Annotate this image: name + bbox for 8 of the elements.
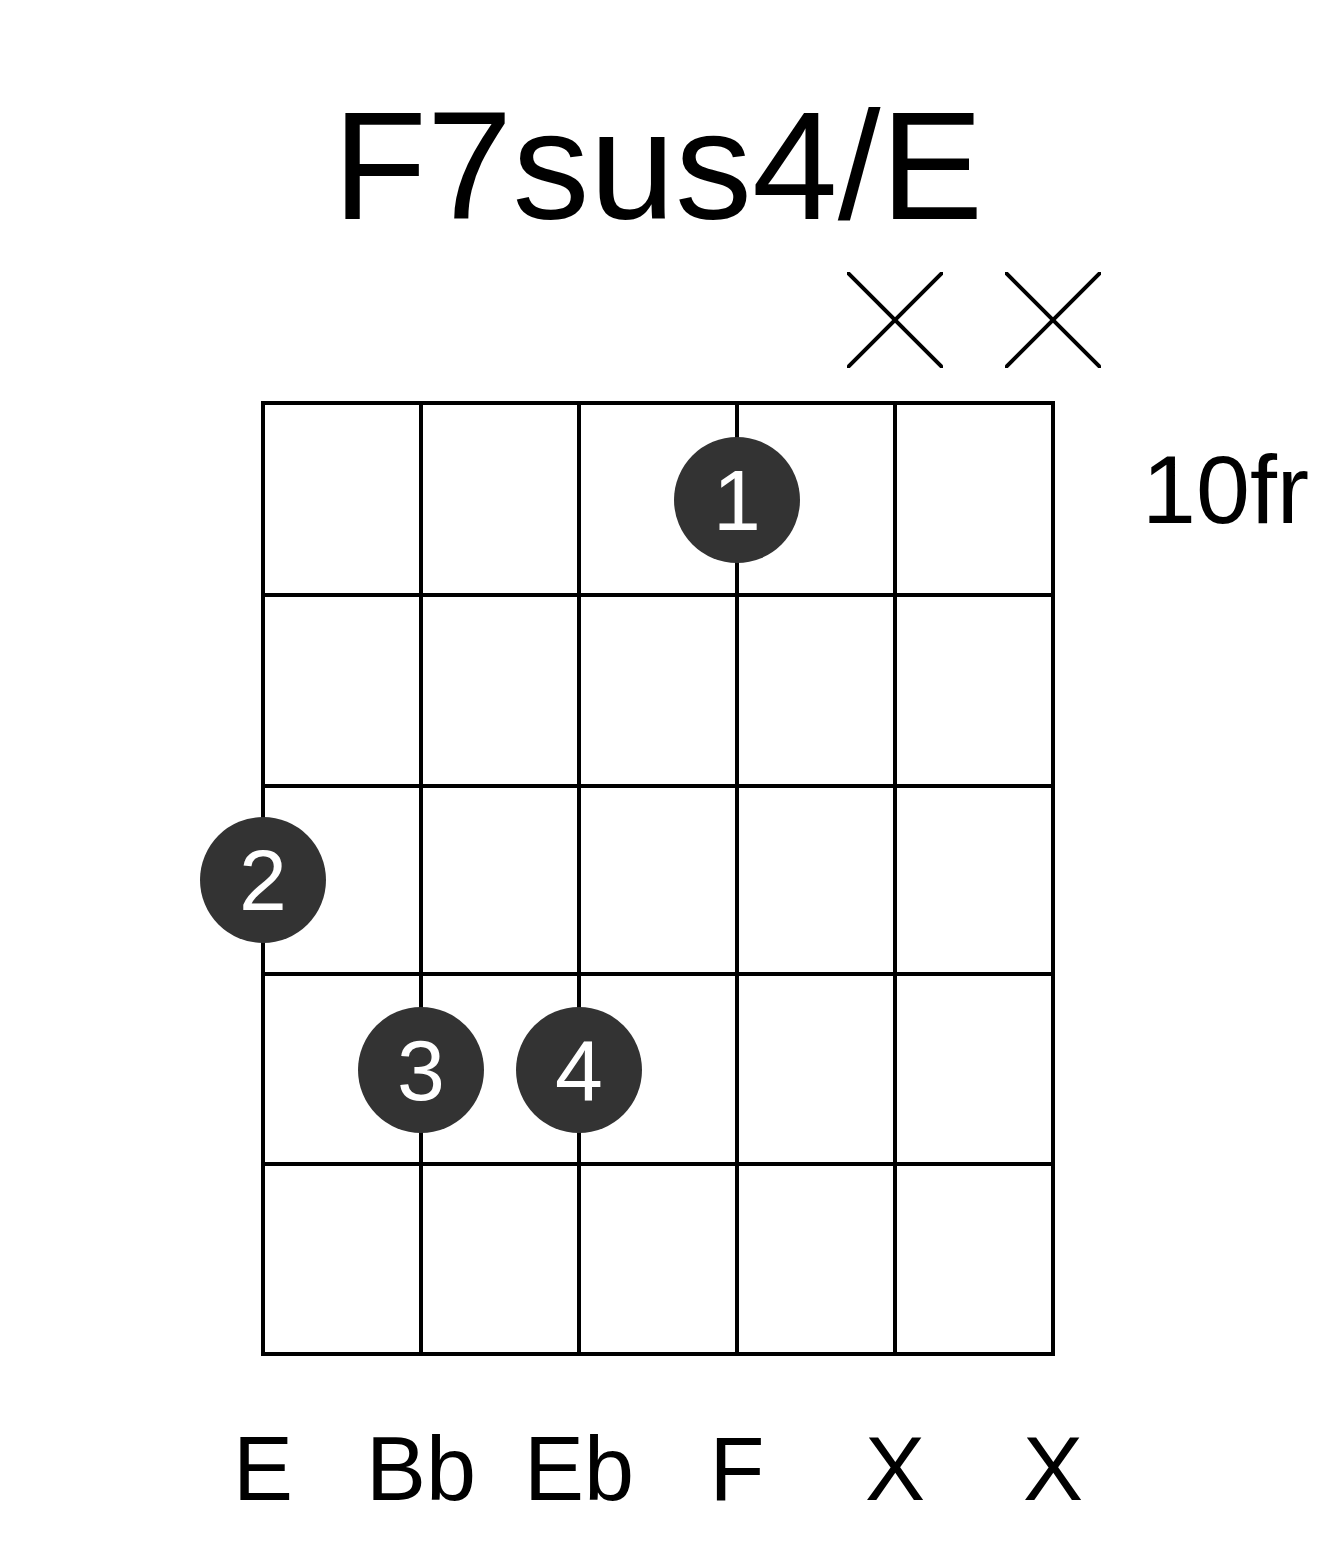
string-note-label: X	[864, 1418, 926, 1521]
fret-position-label: 10fr	[1141, 434, 1311, 546]
string-note-label: Bb	[364, 1418, 478, 1521]
string-note-label: X	[1022, 1418, 1084, 1521]
string-note-label: Eb	[522, 1418, 636, 1521]
chord-title: F7sus4/E	[331, 79, 985, 254]
string-note-label: E	[232, 1418, 294, 1521]
string-note-label: F	[708, 1418, 766, 1521]
